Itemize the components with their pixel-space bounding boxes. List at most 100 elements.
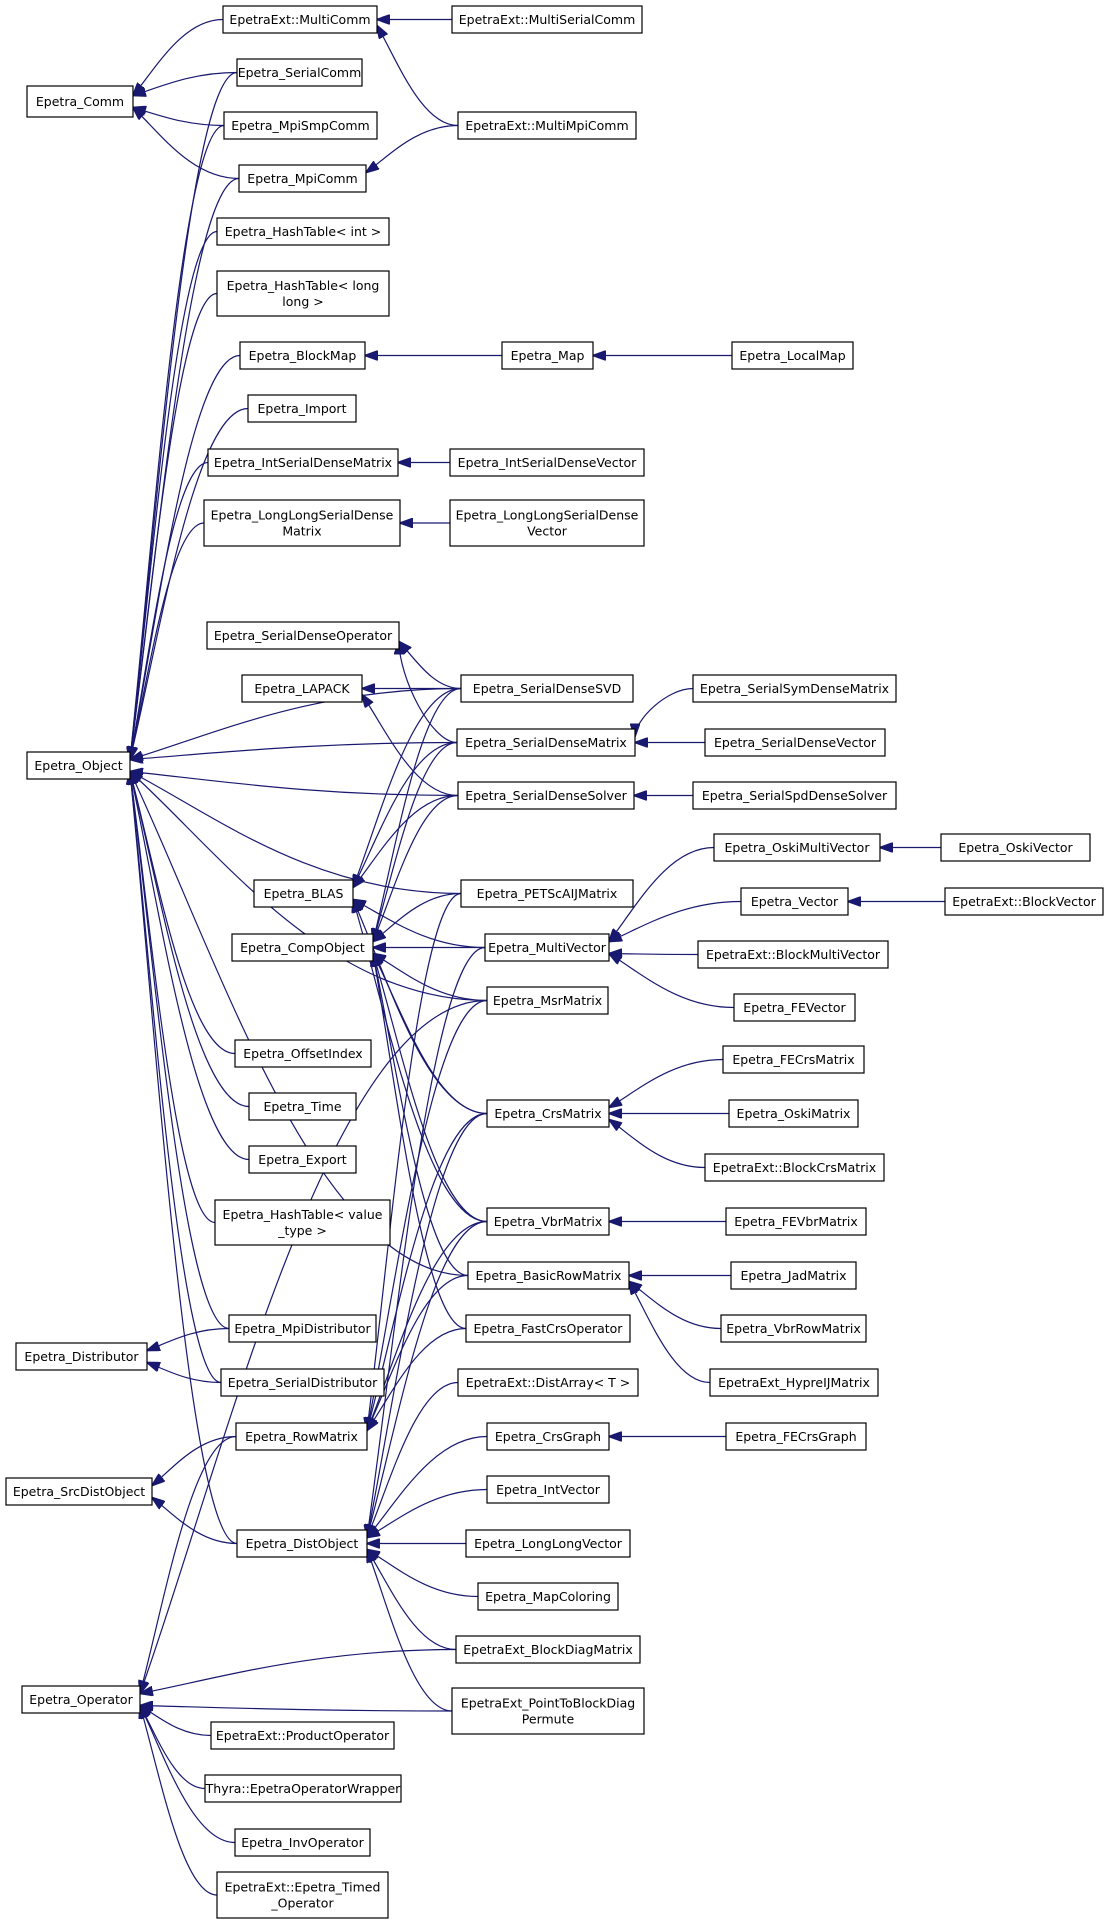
node-label: Vector: [527, 524, 568, 539]
node-epetra-oskimatrix[interactable]: Epetra_OskiMatrix: [728, 1099, 859, 1128]
node-epetra-serialsymdensematrix[interactable]: Epetra_SerialSymDenseMatrix: [692, 674, 897, 703]
node-epetra-operator[interactable]: Epetra_Operator: [21, 1685, 141, 1714]
node-epetra-vector[interactable]: Epetra_Vector: [740, 887, 849, 916]
node-epetra-serialdensevector[interactable]: Epetra_SerialDenseVector: [704, 728, 886, 757]
node-epetra-mapcoloring[interactable]: Epetra_MapColoring: [477, 1582, 619, 1611]
edge-crsmatrix-to-compobject: [373, 954, 488, 1115]
node-epetra-mpidistributor[interactable]: Epetra_MpiDistributor: [228, 1314, 377, 1343]
node-label: Epetra_Vector: [751, 894, 839, 909]
node-box: [210, 1721, 395, 1750]
node-epetra-fecrsgraph[interactable]: Epetra_FECrsGraph: [725, 1422, 867, 1451]
node-epetra-import[interactable]: Epetra_Import: [247, 394, 357, 423]
node-box: [203, 499, 401, 547]
node-epetra-compobject[interactable]: Epetra_CompObject: [231, 933, 374, 962]
node-epetra-msrmatrix[interactable]: Epetra_MsrMatrix: [486, 986, 609, 1015]
node-epetra-object[interactable]: Epetra_Object: [26, 751, 131, 780]
node-epetra-hashtable-value-type[interactable]: Epetra_HashTable< value_type >: [214, 1199, 391, 1246]
node-box: [467, 1261, 630, 1290]
edge-blockcrs-to-crsmatrix: [609, 1120, 706, 1169]
node-epetraext-multimpicomm[interactable]: EpetraExt::MultiMpiComm: [457, 111, 637, 140]
node-epetra-multivector[interactable]: Epetra_MultiVector: [484, 933, 610, 962]
edge-serialdist-to-object: [130, 772, 222, 1384]
node-epetra-crsmatrix[interactable]: Epetra_CrsMatrix: [486, 1099, 610, 1128]
node-epetra-fevector[interactable]: Epetra_FEVector: [733, 993, 856, 1022]
node-epetraext-distarray-t[interactable]: EpetraExt::DistArray< T >: [457, 1368, 639, 1397]
node-label: Epetra_VbrRowMatrix: [726, 1321, 860, 1336]
edge-sdsvd-to-blas: [353, 687, 462, 888]
node-epetra-petscaijmatrix[interactable]: Epetra_PETScAIJMatrix: [460, 879, 634, 908]
node-label: Epetra_IntVector: [496, 1482, 601, 1497]
node-epetra-export[interactable]: Epetra_Export: [248, 1145, 357, 1174]
node-epetra-serialdensesolver[interactable]: Epetra_SerialDenseSolver: [457, 781, 635, 810]
node-thyra-epetraoperatorwrapper[interactable]: Thyra::EpetraOperatorWrapper: [204, 1774, 402, 1803]
node-label: Epetra_OskiMatrix: [737, 1106, 851, 1121]
node-box: [248, 1092, 357, 1121]
edge-intsdm-to-object: [130, 461, 209, 760]
node-epetra-offsetindex[interactable]: Epetra_OffsetIndex: [234, 1039, 372, 1068]
node-epetra-oskimultivector[interactable]: Epetra_OskiMultiVector: [713, 833, 881, 862]
node-epetra-serialspddensesolver[interactable]: Epetra_SerialSpdDenseSolver: [692, 781, 897, 810]
node-epetra-jadmatrix[interactable]: Epetra_JadMatrix: [730, 1261, 857, 1290]
node-box: [236, 1529, 368, 1558]
node-epetra-longlongvector[interactable]: Epetra_LongLongVector: [465, 1529, 631, 1558]
node-epetraext-blockdiagmatrix[interactable]: EpetraExt_BlockDiagMatrix: [455, 1635, 641, 1664]
node-epetraext-multicomm[interactable]: EpetraExt::MultiComm: [222, 5, 378, 34]
node-epetra-rowmatrix[interactable]: Epetra_RowMatrix: [235, 1422, 368, 1451]
node-epetra-fevbrmatrix[interactable]: Epetra_FEVbrMatrix: [725, 1207, 867, 1236]
node-epetra-fecrsmatrix[interactable]: Epetra_FECrsMatrix: [722, 1045, 865, 1074]
node-epetra-hashtable-int[interactable]: Epetra_HashTable< int >: [216, 217, 390, 246]
edge-invop-to-operator: [140, 1706, 236, 1844]
node-epetraext-hypreijmatrix[interactable]: EpetraExt_HypreIJMatrix: [709, 1368, 879, 1397]
node-epetra-vbrrowmatrix[interactable]: Epetra_VbrRowMatrix: [720, 1314, 867, 1343]
edge-sdm-to-blas: [353, 741, 458, 888]
node-epetra-vbrmatrix[interactable]: Epetra_VbrMatrix: [486, 1207, 610, 1236]
edge-mpicomm-to-comm: [133, 108, 240, 180]
node-epetraext-blockvector[interactable]: EpetraExt::BlockVector: [944, 887, 1104, 916]
node-epetra-lapack[interactable]: Epetra_LAPACK: [241, 674, 363, 703]
node-epetra-serialdistributor[interactable]: Epetra_SerialDistributor: [220, 1368, 385, 1397]
node-epetra-intserialdensevector[interactable]: Epetra_IntSerialDenseVector: [449, 448, 645, 477]
node-epetra-serialcomm[interactable]: Epetra_SerialComm: [236, 58, 363, 87]
node-epetraext-productoperator[interactable]: EpetraExt::ProductOperator: [210, 1721, 395, 1750]
node-label: Epetra_CrsGraph: [495, 1429, 601, 1444]
edge-blockmap-to-object: [130, 354, 241, 760]
node-epetra-mpismpcomm[interactable]: Epetra_MpiSmpComm: [223, 111, 378, 140]
node-label: Epetra_HashTable< int >: [225, 224, 381, 239]
node-epetra-map[interactable]: Epetra_Map: [501, 341, 594, 370]
node-epetraext-epetra-timed-operator[interactable]: EpetraExt::Epetra_Timed_Operator: [216, 1871, 389, 1919]
node-label: long >: [282, 294, 323, 309]
node-box: [486, 1422, 610, 1451]
node-epetra-crsgraph[interactable]: Epetra_CrsGraph: [486, 1422, 610, 1451]
node-epetra-localmap[interactable]: Epetra_LocalMap: [731, 341, 854, 370]
node-epetra-time[interactable]: Epetra_Time: [248, 1092, 357, 1121]
node-epetraext-blockcrsmatrix[interactable]: EpetraExt::BlockCrsMatrix: [704, 1153, 885, 1182]
node-epetra-serialdensesvd[interactable]: Epetra_SerialDenseSVD: [460, 674, 634, 703]
node-epetra-intvector[interactable]: Epetra_IntVector: [486, 1475, 610, 1504]
node-label: Epetra_OffsetIndex: [243, 1046, 362, 1061]
node-epetra-serialdensematrix[interactable]: Epetra_SerialDenseMatrix: [456, 728, 636, 757]
node-epetra-oskivector[interactable]: Epetra_OskiVector: [940, 833, 1091, 862]
node-box: [26, 751, 131, 780]
node-box: [692, 781, 897, 810]
node-epetra-fastcrsoperator[interactable]: Epetra_FastCrsOperator: [465, 1314, 631, 1343]
node-epetra-blas[interactable]: Epetra_BLAS: [253, 879, 354, 908]
node-epetra-distributor[interactable]: Epetra_Distributor: [15, 1342, 148, 1371]
node-epetra-basicrowmatrix[interactable]: Epetra_BasicRowMatrix: [467, 1261, 630, 1290]
node-epetra-intserialdensematrix[interactable]: Epetra_IntSerialDenseMatrix: [207, 448, 399, 477]
node-epetra-comm[interactable]: Epetra_Comm: [26, 85, 134, 118]
node-box: [465, 1529, 631, 1558]
node-epetra-serialdenseoperator[interactable]: Epetra_SerialDenseOperator: [206, 621, 400, 650]
node-epetra-blockmap[interactable]: Epetra_BlockMap: [239, 341, 366, 370]
node-epetra-distobject[interactable]: Epetra_DistObject: [236, 1529, 368, 1558]
node-epetra-srcdistobject[interactable]: Epetra_SrcDistObject: [5, 1477, 153, 1506]
node-epetraext-multiserialcomm[interactable]: EpetraExt::MultiSerialComm: [451, 5, 643, 34]
node-epetraext-blockmultivector[interactable]: EpetraExt::BlockMultiVector: [697, 940, 889, 969]
node-box: [730, 1261, 857, 1290]
node-epetra-mpicomm[interactable]: Epetra_MpiComm: [238, 164, 367, 193]
node-epetra-invoperator[interactable]: Epetra_InvOperator: [234, 1828, 371, 1857]
node-label: Epetra_Object: [34, 758, 122, 773]
